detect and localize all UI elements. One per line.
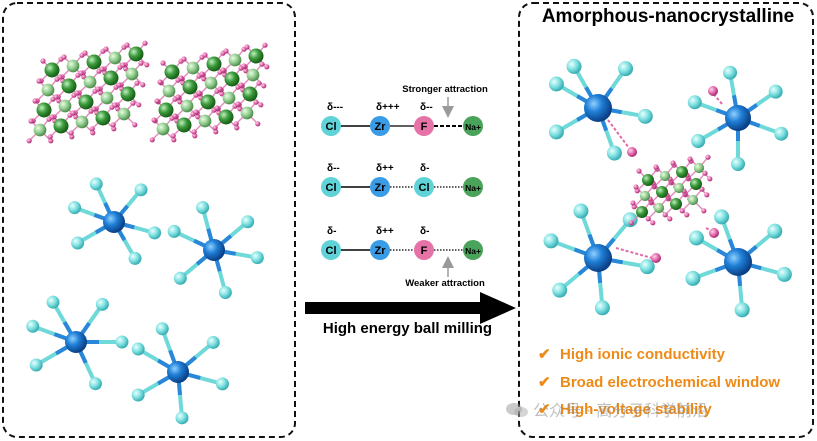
nanocrystal-cluster	[628, 154, 713, 226]
check-icon: ✔	[538, 346, 551, 363]
atom-label: Zr	[375, 182, 387, 194]
weaker-attraction-label: Weaker attraction	[405, 278, 485, 289]
advantage-text: High ionic conductivity	[560, 346, 726, 363]
atom-label: F	[421, 245, 428, 257]
atom-na-ion: Na+	[463, 177, 483, 197]
atom-na-ion: Na+	[463, 240, 483, 260]
watermark: 公众号 · 高分子科学前沿	[505, 397, 805, 421]
atom-label: Na+	[465, 122, 481, 132]
atom-label: Na+	[465, 183, 481, 193]
partial-charge: δ--	[420, 102, 433, 113]
zrcl6-octahedra	[26, 58, 792, 425]
dashed-bonds	[607, 86, 723, 263]
stronger-attraction-label: Stronger attraction	[402, 84, 488, 95]
advantage-item: ✔ High ionic conductivity	[538, 345, 817, 363]
crystal-lattice-2	[149, 42, 270, 143]
process-arrow	[305, 292, 516, 324]
check-icon: ✔	[538, 374, 551, 391]
check-icon: ✔	[538, 401, 551, 418]
atom-label: F	[421, 121, 428, 133]
atom-cl: Cl	[321, 177, 341, 197]
atom-label: Cl	[326, 121, 337, 133]
advantage-text: Broad electrochemical window	[560, 374, 781, 391]
watermark-text: 公众号 · 高分子科学前沿	[533, 401, 709, 420]
left-panel-border	[2, 2, 296, 438]
partial-charge: δ++	[376, 163, 394, 174]
partial-charge: δ---	[327, 102, 343, 113]
atom-f: F	[414, 116, 434, 136]
atom-label: Cl	[326, 182, 337, 194]
atom-label: Na+	[465, 246, 481, 256]
partial-charge: δ-	[420, 163, 429, 174]
atom-label: Cl	[326, 245, 337, 257]
atom-label: Cl	[419, 182, 430, 194]
atom-label: Zr	[375, 245, 387, 257]
panel-title: Amorphous-nanocrystalline	[541, 6, 795, 27]
advantage-text: High-voltage stability	[560, 401, 712, 418]
partial-charge: δ++	[376, 226, 394, 237]
atom-cl: Cl	[321, 240, 341, 260]
atom-cl: Cl	[414, 177, 434, 197]
crystal-lattice-1	[26, 40, 150, 144]
partial-charge: δ-	[327, 226, 336, 237]
wechat-icon	[506, 403, 528, 417]
atom-zr: Zr	[370, 177, 390, 197]
atom-f: F	[414, 240, 434, 260]
atom-zr: Zr	[370, 240, 390, 260]
partial-charge: δ-	[420, 226, 429, 237]
partial-charge: δ--	[327, 163, 340, 174]
advantage-item: ✔ Broad electrochemical window	[538, 373, 817, 391]
advantage-item: ✔ High-voltage stability	[538, 400, 817, 418]
right-panel-border	[518, 2, 814, 438]
process-label: High energy ball milling	[322, 320, 493, 337]
atom-na-ion: Na+	[463, 116, 483, 136]
partial-charge: δ+++	[376, 102, 400, 113]
atom-cl: Cl	[321, 116, 341, 136]
atom-zr: Zr	[370, 116, 390, 136]
atom-label: Zr	[375, 121, 387, 133]
